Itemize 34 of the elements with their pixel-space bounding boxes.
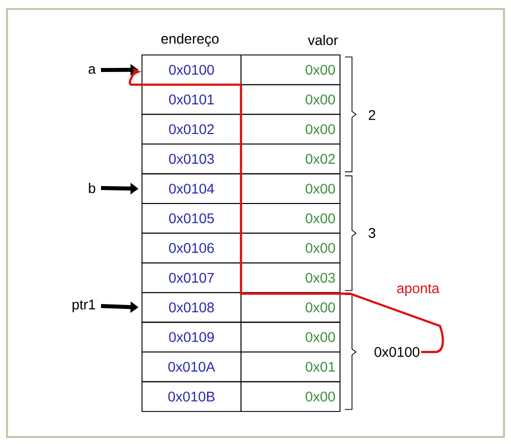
variable-name: b: [88, 182, 96, 194]
value-cell: 0x00: [240, 114, 340, 144]
address-cell: 0x010A: [142, 352, 242, 382]
column-header: endereço: [161, 33, 219, 47]
address-cell: 0x0104: [142, 173, 242, 204]
value-cell: 0x00: [240, 54, 340, 86]
address-cell: 0x0100: [142, 54, 242, 86]
value-cell: 0x00: [240, 203, 340, 234]
address-cell: 0x0105: [142, 203, 242, 234]
edge-label: aponta: [396, 283, 440, 297]
arrow: [128, 68, 444, 354]
address-cell: 0x0107: [142, 262, 242, 294]
variable-name: a: [88, 66, 96, 74]
value-cell: 0x01: [240, 352, 340, 382]
address-cell: 0x0108: [142, 292, 242, 323]
value-cell: 0x00: [240, 381, 340, 412]
value-cell: 0x00: [240, 84, 340, 115]
brace-label: 2: [368, 110, 376, 120]
variable-name: ptr1: [72, 300, 96, 312]
brace-label: 3: [368, 228, 376, 238]
address-cell: 0x0101: [142, 84, 242, 115]
address-cell: 0x0103: [142, 144, 242, 174]
value-cell: 0x03: [240, 262, 340, 294]
address-cell: 0x0106: [142, 232, 242, 264]
value-cell: 0x00: [240, 173, 340, 204]
address-cell: 0x0102: [142, 114, 242, 144]
address-cell: 0x0109: [142, 322, 242, 352]
value-cell: 0x00: [240, 232, 340, 264]
value-cell: 0x00: [240, 322, 340, 352]
value-cell: 0x00: [240, 292, 340, 323]
brace-label: 0x0100: [374, 347, 420, 357]
value-cell: 0x02: [240, 144, 340, 174]
column-header: valor: [308, 34, 338, 46]
address-cell: 0x010B: [142, 381, 242, 412]
